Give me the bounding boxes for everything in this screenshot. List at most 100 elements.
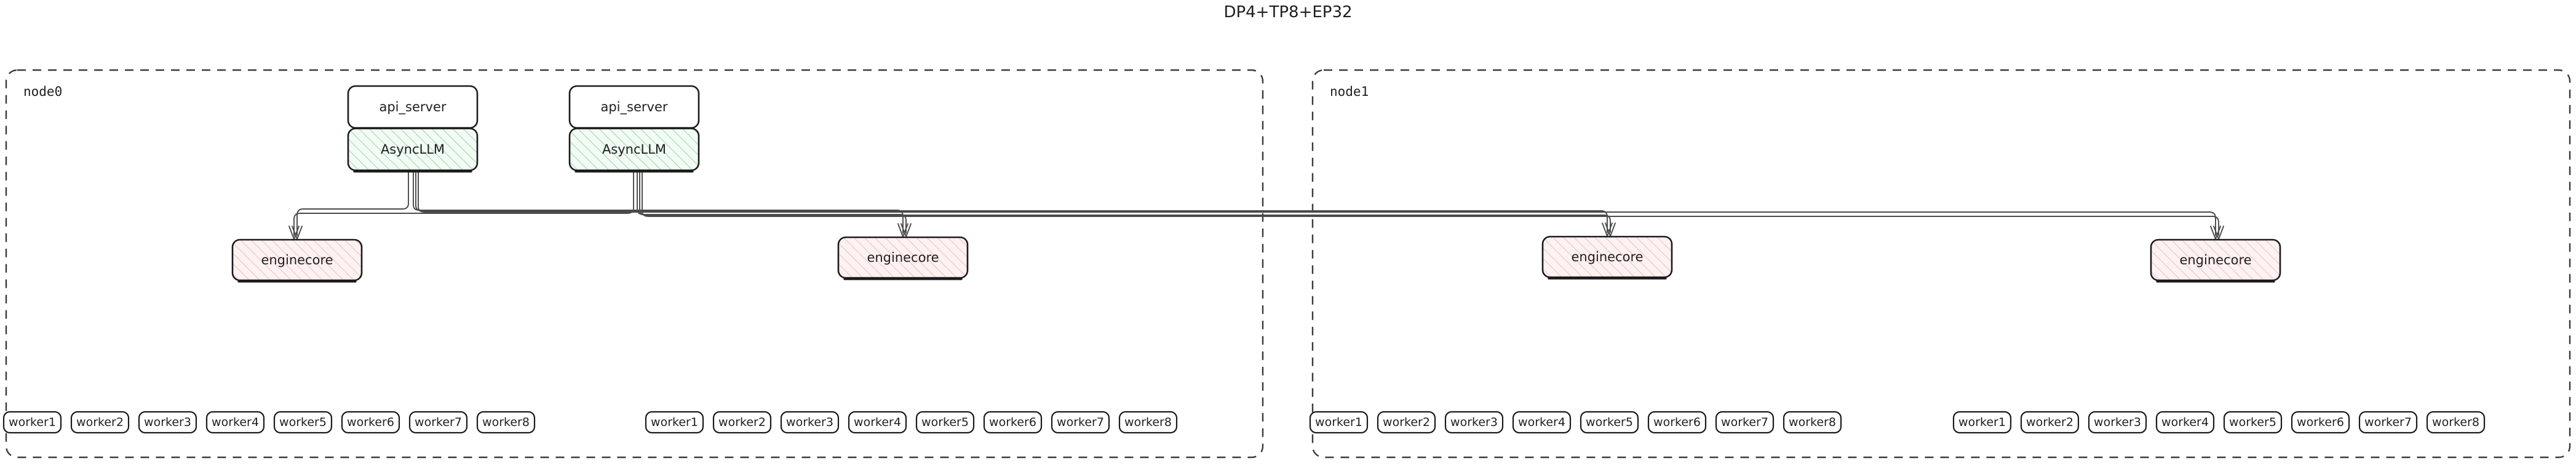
worker-box[interactable]	[1783, 411, 1842, 434]
worker-node[interactable]: worker2	[712, 411, 772, 434]
worker-node[interactable]: worker2	[70, 411, 130, 434]
worker-node[interactable]: worker7	[408, 411, 468, 434]
worker-box[interactable]	[1309, 411, 1369, 434]
worker-box[interactable]	[1715, 411, 1775, 434]
worker-box[interactable]	[2020, 411, 2080, 434]
worker-layer: worker1 worker2 worker3 worker4 worker5 worke…	[2, 411, 2486, 434]
worker-box[interactable]	[983, 411, 1043, 434]
worker-node[interactable]: worker1	[1952, 411, 2012, 434]
node-async1[interactable]: AsyncLLM	[568, 127, 700, 173]
worker-label: worker3	[786, 416, 833, 429]
worker-box[interactable]	[645, 411, 704, 434]
node-core1[interactable]: enginecore	[837, 236, 969, 280]
worker-box[interactable]	[1952, 411, 2012, 434]
worker-node[interactable]: worker3	[780, 411, 840, 434]
cluster-border	[1311, 69, 2571, 459]
node-label: enginecore	[867, 250, 939, 265]
worker-node[interactable]: worker8	[1783, 411, 1842, 434]
node-box[interactable]	[347, 127, 479, 171]
worker-node[interactable]: worker1	[2, 411, 62, 434]
worker-label: worker5	[2229, 416, 2276, 429]
worker-box[interactable]	[138, 411, 197, 434]
node-box[interactable]	[231, 238, 363, 282]
worker-node[interactable]: worker7	[2358, 411, 2418, 434]
worker-box[interactable]	[2, 411, 62, 434]
worker-box[interactable]	[915, 411, 975, 434]
worker-box[interactable]	[2291, 411, 2350, 434]
node-api1[interactable]: api_server	[568, 85, 700, 130]
worker-box[interactable]	[476, 411, 536, 434]
worker-label: worker6	[2297, 416, 2344, 429]
worker-box[interactable]	[205, 411, 265, 434]
worker-box[interactable]	[2223, 411, 2283, 434]
worker-box[interactable]	[2088, 411, 2147, 434]
node-api0[interactable]: api_server	[347, 85, 479, 130]
worker-label: worker1	[9, 416, 56, 429]
worker-box[interactable]	[1051, 411, 1110, 434]
worker-node[interactable]: worker5	[273, 411, 333, 434]
worker-node[interactable]: worker2	[2020, 411, 2080, 434]
worker-node[interactable]: worker4	[1512, 411, 1572, 434]
worker-node[interactable]: worker7	[1051, 411, 1110, 434]
worker-box[interactable]	[1647, 411, 1707, 434]
worker-node[interactable]: worker7	[1715, 411, 1775, 434]
worker-box[interactable]	[1118, 411, 1178, 434]
worker-node[interactable]: worker6	[1647, 411, 1707, 434]
edge-line	[296, 170, 409, 236]
node-core0[interactable]: enginecore	[231, 238, 363, 283]
node-box[interactable]	[837, 236, 969, 279]
worker-node[interactable]: worker2	[1377, 411, 1436, 434]
worker-box[interactable]	[2426, 411, 2486, 434]
node-box[interactable]	[568, 127, 700, 171]
edge-line	[637, 170, 907, 234]
worker-node[interactable]: worker1	[1309, 411, 1369, 434]
worker-box[interactable]	[2358, 411, 2418, 434]
worker-label: worker1	[651, 416, 698, 429]
worker-node[interactable]: worker1	[645, 411, 704, 434]
node-async0[interactable]: AsyncLLM	[347, 127, 479, 173]
worker-box[interactable]	[341, 411, 400, 434]
node-label: AsyncLLM	[381, 142, 445, 157]
worker-node[interactable]: worker5	[1580, 411, 1639, 434]
worker-label: worker7	[2364, 416, 2412, 429]
worker-box[interactable]	[1444, 411, 1504, 434]
worker-node[interactable]: worker5	[915, 411, 975, 434]
worker-label: worker6	[989, 416, 1036, 429]
worker-box[interactable]	[780, 411, 840, 434]
worker-node[interactable]: worker6	[983, 411, 1043, 434]
worker-node[interactable]: worker4	[205, 411, 265, 434]
edge-line	[415, 170, 1608, 233]
worker-box[interactable]	[1512, 411, 1572, 434]
worker-node[interactable]: worker5	[2223, 411, 2283, 434]
worker-node[interactable]: worker3	[1444, 411, 1504, 434]
worker-node[interactable]: worker4	[848, 411, 907, 434]
worker-node[interactable]: worker8	[1118, 411, 1178, 434]
worker-box[interactable]	[1377, 411, 1436, 434]
worker-box[interactable]	[408, 411, 468, 434]
worker-node[interactable]: worker4	[2155, 411, 2215, 434]
worker-node[interactable]: worker3	[2088, 411, 2147, 434]
worker-label: worker6	[347, 416, 394, 429]
worker-label: worker6	[1653, 416, 1701, 429]
worker-box[interactable]	[70, 411, 130, 434]
worker-label: worker3	[144, 416, 191, 429]
worker-node[interactable]: worker8	[476, 411, 536, 434]
node-core2[interactable]: enginecore	[1541, 235, 1673, 280]
edge-line	[418, 170, 2216, 236]
worker-label: worker8	[482, 416, 530, 429]
worker-box[interactable]	[848, 411, 907, 434]
node-box[interactable]	[1541, 235, 1673, 278]
worker-box[interactable]	[712, 411, 772, 434]
worker-node[interactable]: worker8	[2426, 411, 2486, 434]
worker-label: worker2	[1383, 416, 1430, 429]
node-box[interactable]	[2150, 238, 2281, 282]
worker-box[interactable]	[2155, 411, 2215, 434]
worker-node[interactable]: worker6	[341, 411, 400, 434]
worker-node[interactable]: worker6	[2291, 411, 2350, 434]
worker-node[interactable]: worker3	[138, 411, 197, 434]
edge-line	[293, 170, 634, 236]
worker-box[interactable]	[273, 411, 333, 434]
node-core3[interactable]: enginecore	[2150, 238, 2281, 283]
worker-box[interactable]	[1580, 411, 1639, 434]
